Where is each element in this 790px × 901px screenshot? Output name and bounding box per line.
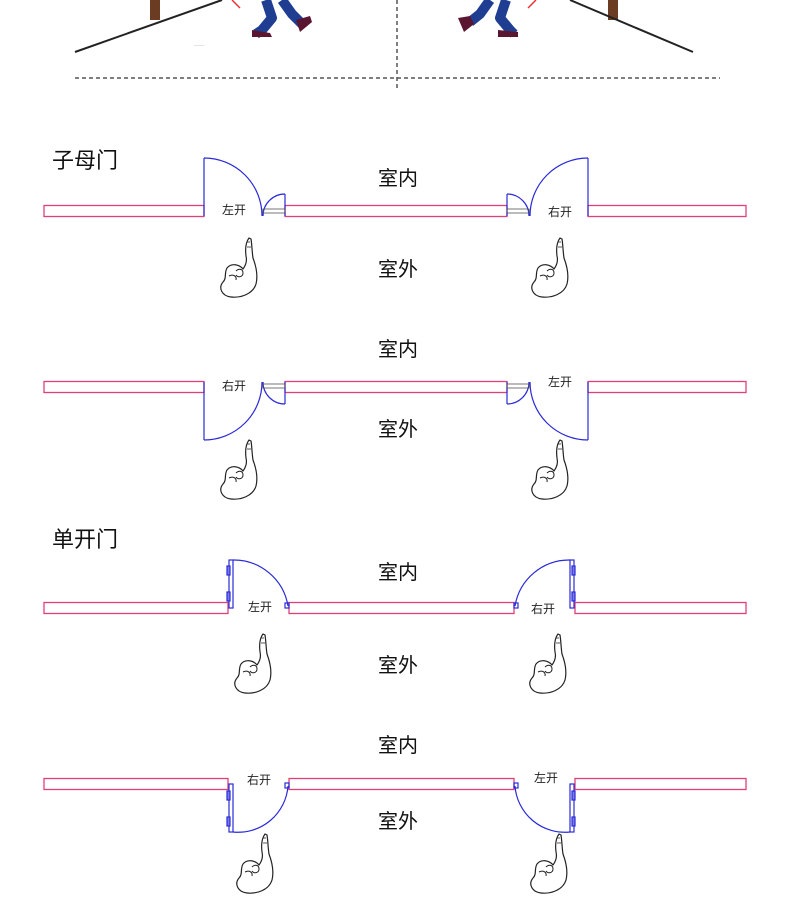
hand-icon [529, 633, 567, 694]
section-title-double-door: 子母门 [52, 149, 118, 174]
label-left-open: 左开 [534, 770, 558, 785]
hand-icon [531, 439, 569, 500]
label-indoor: 室内 [378, 560, 418, 584]
double-door-outward: 右开 左开 室内 室外 [43, 337, 747, 500]
wall-left [43, 777, 229, 791]
door-left-opening [226, 782, 290, 833]
wall-center [284, 204, 508, 218]
single-door-outward: 右开 左开 室内 室外 [43, 733, 747, 894]
hand-icon [220, 439, 258, 500]
door-right-opening [506, 381, 589, 441]
wall-right [587, 380, 747, 394]
wall-right [587, 204, 747, 218]
person-left: ___ [74, 0, 312, 53]
label-outdoor: 室外 [378, 809, 418, 833]
label-indoor: 室内 [378, 733, 418, 757]
hand-icon [531, 237, 569, 298]
door-left-opening [203, 381, 286, 441]
door-left-opening [226, 559, 290, 609]
hand-icon [530, 833, 568, 894]
label-outdoor: 室外 [378, 417, 418, 441]
label-indoor: 室内 [378, 337, 418, 361]
label-outdoor: 室外 [378, 653, 418, 677]
wall-left [43, 601, 229, 615]
person-right [458, 0, 694, 53]
hand-icon [234, 633, 272, 694]
label-right-open: 右开 [548, 204, 572, 219]
label-left-open: 左开 [548, 374, 572, 389]
wall-left [43, 204, 205, 218]
wall-center [288, 777, 515, 791]
hand-icon [220, 237, 258, 298]
wall-left [43, 380, 205, 394]
label-indoor: 室内 [378, 166, 418, 190]
wall-right [574, 601, 747, 615]
hand-icon [236, 833, 274, 894]
label-left-open: 左开 [222, 202, 246, 217]
label-right-open: 右开 [247, 772, 271, 787]
door-right-opening [513, 559, 576, 609]
top-illustration: ___ [74, 0, 720, 90]
label-right-open: 右开 [531, 601, 555, 616]
double-door-inward: 子母门 左开 右开 室内 室外 [43, 149, 747, 298]
door-right-opening [513, 782, 576, 833]
wall-right [574, 777, 747, 791]
svg-text:___: ___ [193, 38, 205, 46]
wall-center [284, 380, 508, 394]
label-right-open: 右开 [222, 378, 246, 393]
wall-center [288, 601, 515, 615]
label-left-open: 左开 [248, 599, 272, 614]
label-outdoor: 室外 [378, 257, 418, 281]
door-left-opening [203, 157, 286, 217]
door-right-opening [506, 157, 589, 217]
section-title-single-door: 单开门 [52, 528, 118, 553]
single-door-inward: 单开门 左开 右开 室内 室外 [43, 528, 747, 694]
